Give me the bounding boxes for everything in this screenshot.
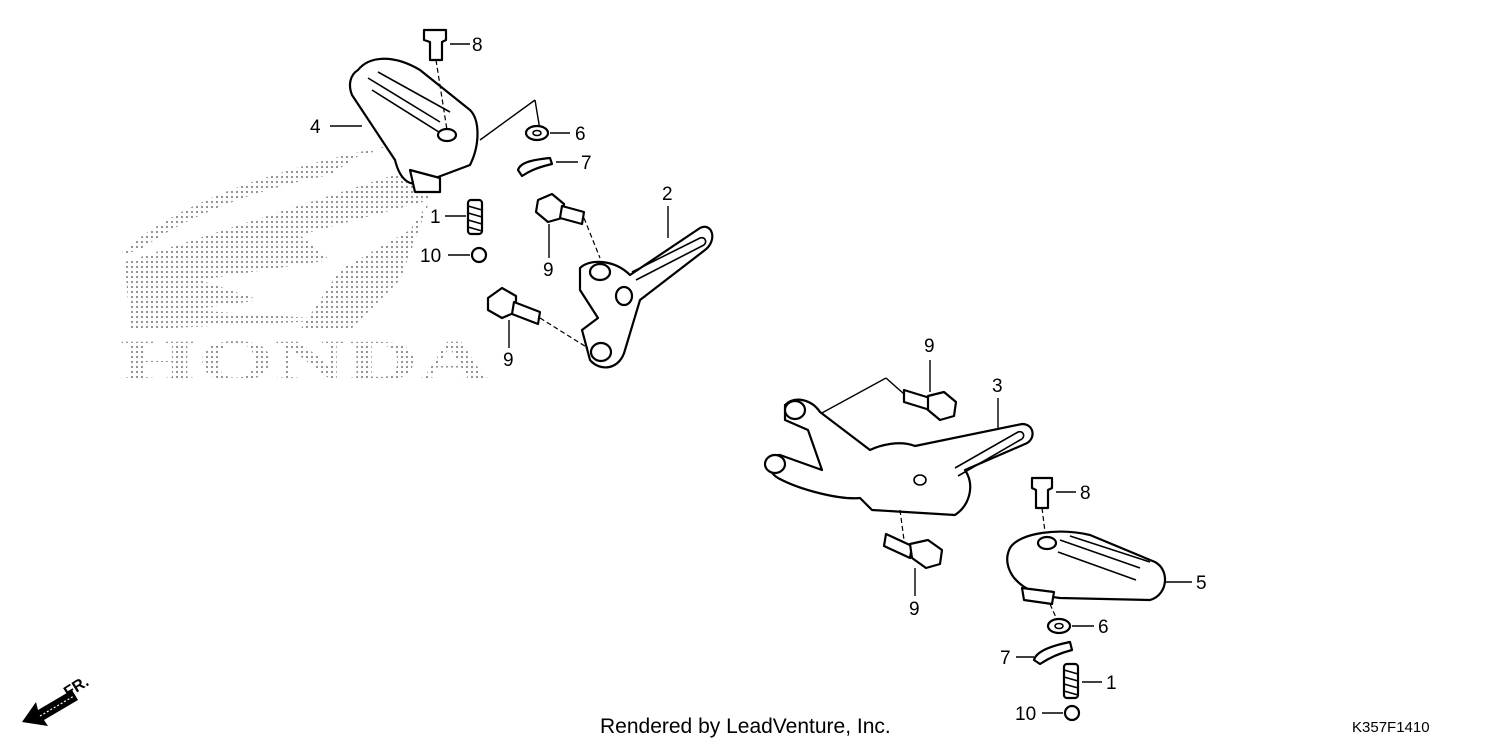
bracket-right-part-3[interactable] [763,398,1034,517]
callout-4: 4 [310,117,321,138]
spring-left-part-1[interactable] [466,198,484,236]
footpeg-left-part-4[interactable] [348,57,479,194]
callout-6-left: 6 [575,124,586,145]
honda-logo-text: HONDA [120,328,490,393]
render-credit: Rendered by LeadVenture, Inc. [600,715,891,738]
bracket-left-part-2[interactable] [578,225,714,369]
front-direction-arrow: FR. [22,673,92,726]
callout-7-left: 7 [581,153,592,174]
callout-1-right: 1 [1106,673,1117,694]
callout-2: 2 [662,184,673,205]
callout-9-right-upper: 9 [924,336,935,357]
washer-left-part-10[interactable] [470,246,488,264]
bolt-left-upper-part-9[interactable] [534,192,586,226]
callout-10-right: 10 [1015,704,1036,725]
callout-1-left: 1 [430,207,441,228]
cotter-pin-right-part-7[interactable] [1032,640,1074,666]
callout-10-left: 10 [420,246,441,267]
callout-9-right-lower: 9 [909,599,920,620]
pin-left-part-8[interactable] [422,28,448,62]
washer-right-part-10[interactable] [1063,704,1081,722]
callout-9-left-upper: 9 [543,260,554,281]
callout-7-right: 7 [1000,648,1011,669]
bolt-right-upper-part-9[interactable] [902,388,958,422]
callout-5: 5 [1196,573,1207,594]
washer-left-part-6[interactable] [524,124,550,142]
footpeg-right-part-5[interactable] [1006,530,1166,606]
callout-8-left: 8 [472,35,483,56]
callout-3: 3 [992,376,1003,397]
callout-8-right: 8 [1080,483,1091,504]
callout-9-left-lower: 9 [503,350,514,371]
diagram-code: K357F1410 [1352,719,1430,736]
bolt-right-lower-part-9[interactable] [882,532,944,570]
callout-6-right: 6 [1098,617,1109,638]
cotter-pin-left-part-7[interactable] [516,156,554,178]
bolt-left-lower-part-9[interactable] [486,286,542,326]
spring-right-part-1[interactable] [1062,662,1080,700]
pin-right-part-8[interactable] [1030,476,1054,510]
washer-right-part-6[interactable] [1046,617,1072,635]
honda-wing-logo-watermark: HONDA [120,100,490,393]
